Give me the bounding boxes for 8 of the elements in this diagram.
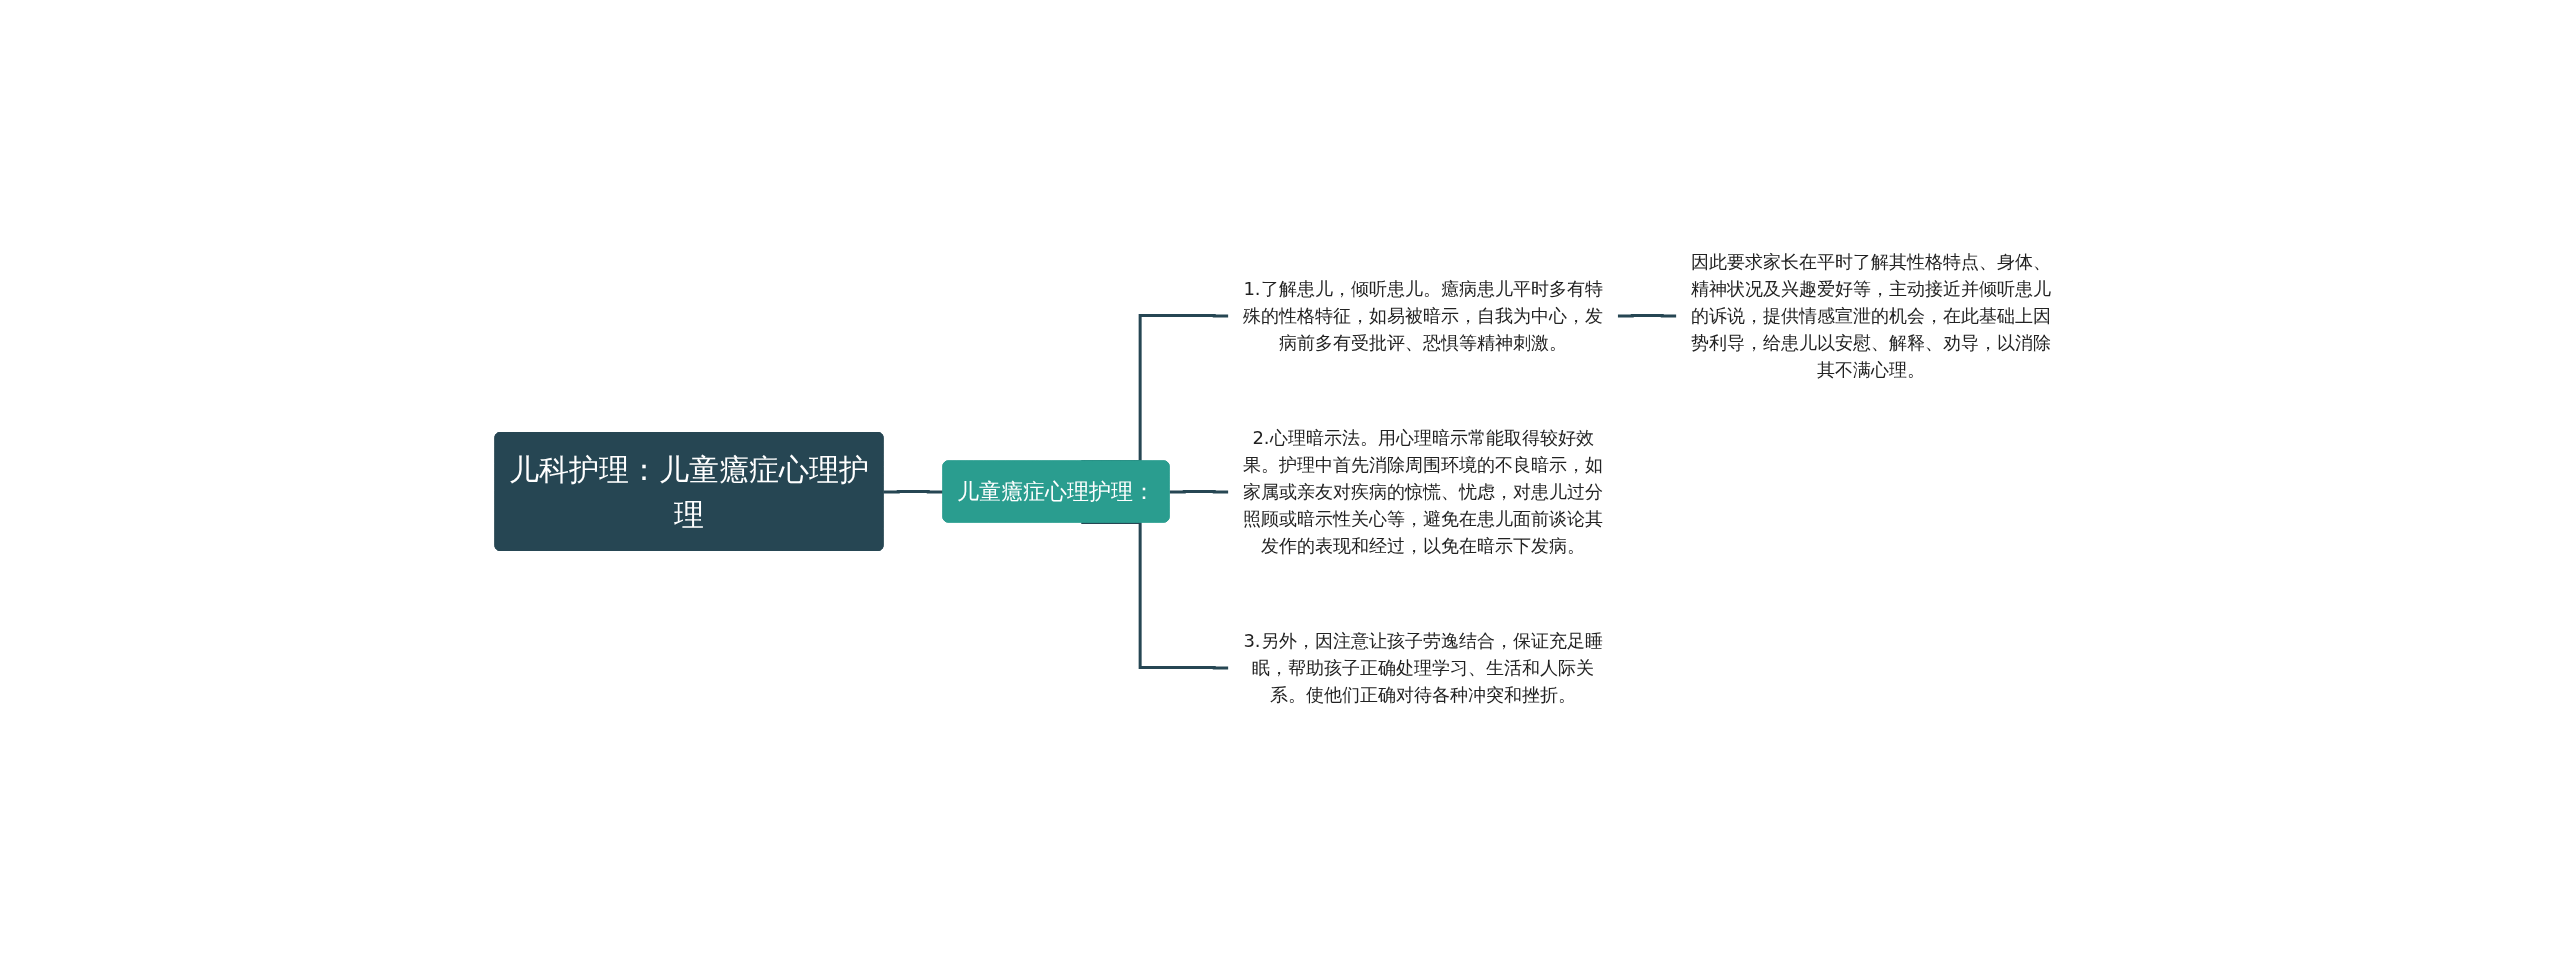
node-text: 因此要求家长在平时了解其性格特点、身体、精神状况及兴趣爱好等，主动接近并倾听患儿的诉说，提供情感宣泄的机会，在此基础上因势利导，给患儿以安慰、解释、劝导，以消除其不满心理。	[1691, 250, 2051, 380]
node-text: 1.了解患儿，倾听患儿。癔病患儿平时多有特殊的性格特征，如易被暗示，自我为中心，发病前多有受批评、恐惧等精神刺激。	[1243, 277, 1603, 353]
connector	[1617, 313, 1678, 317]
connector	[1081, 520, 1230, 669]
node-text: 2.心理暗示法。用心理暗示常能取得较好效果。护理中首先消除周围环境的不良暗示，如家属或亲友对疾病的惊慌、忧虑，对患儿过分照顾或暗示性关心等，避免在患儿面前谈论其发作的表现和经过，以免在暗示下发病。	[1243, 426, 1603, 556]
connector	[883, 489, 944, 493]
connector	[1169, 489, 1230, 493]
node-text: 3.另外，因注意让孩子劳逸结合，保证充足睡眠，帮助孩子正确处理学习、生活和人际关系。使他们正确对待各种冲突和挫折。	[1243, 629, 1603, 705]
